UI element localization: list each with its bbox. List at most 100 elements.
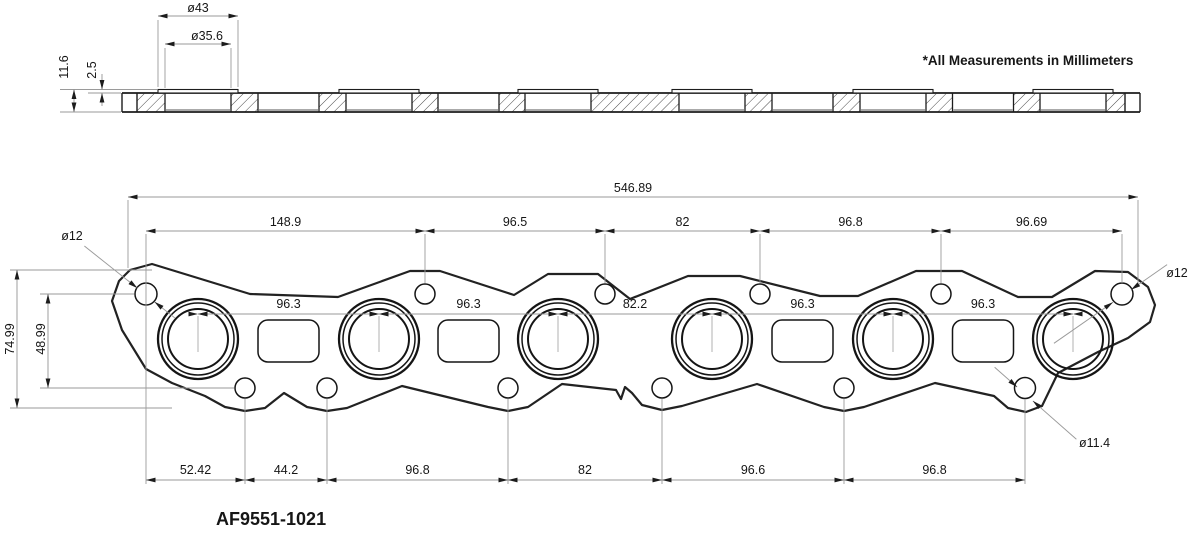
bolt-hole-top xyxy=(594,283,616,305)
exhaust-port-bore xyxy=(1042,308,1104,370)
dimension-arrowhead xyxy=(128,194,138,200)
dim-top-right-hole-dia: ø12 xyxy=(1166,266,1188,280)
exhaust-port-mid-ring xyxy=(161,302,235,376)
dim-label: 96.8 xyxy=(922,463,946,477)
dimension-arrowhead xyxy=(605,228,615,234)
dimension-arrowhead xyxy=(99,93,105,103)
dim-label: 44.2 xyxy=(274,463,298,477)
exhaust-port-mid-ring xyxy=(342,302,416,376)
dim-ring-height: 2.5 xyxy=(85,61,99,78)
exhaust-port-outer-ring xyxy=(516,297,600,381)
dim-label: 96.3 xyxy=(971,297,995,311)
dimension-arrowhead xyxy=(245,477,255,483)
dimension-arrowhead xyxy=(146,228,156,234)
bolt-hole-top xyxy=(414,283,436,305)
dimension-arrowhead xyxy=(235,477,245,483)
dimension-arrowhead xyxy=(165,41,175,47)
dimension-arrowhead xyxy=(595,228,605,234)
fire-ring-lip xyxy=(157,88,239,94)
dimension-arrowhead xyxy=(71,89,77,99)
exhaust-port-mid-ring xyxy=(1036,302,1110,376)
exhaust-port-bore xyxy=(348,308,410,370)
dimension-arrowhead xyxy=(188,311,198,317)
section-view xyxy=(121,88,1141,113)
exhaust-port-outer-ring xyxy=(337,297,421,381)
dimension-arrowhead xyxy=(893,311,903,317)
plan-view xyxy=(110,262,1157,414)
exhaust-port-bore xyxy=(167,308,229,370)
hatch-block xyxy=(499,93,525,112)
exhaust-port-outer-ring xyxy=(1031,297,1115,381)
dim-label: 96.3 xyxy=(276,297,300,311)
dim-label: 148.9 xyxy=(270,215,301,229)
dim-label: 96.69 xyxy=(1016,215,1047,229)
dimension-arrowhead xyxy=(498,477,508,483)
dim-label: 82.2 xyxy=(623,297,647,311)
dimension-arrowhead xyxy=(750,228,760,234)
dimension-arrowhead xyxy=(221,41,231,47)
dimension-arrowhead xyxy=(662,477,672,483)
static-labels: *All Measurements in Millimeters AF9551-… xyxy=(3,1,1188,529)
dimension-arrowhead xyxy=(154,301,164,310)
dimension-arrowhead xyxy=(1131,282,1141,290)
hatch-block xyxy=(1106,93,1125,112)
dimension-arrowhead xyxy=(508,477,518,483)
coolant-slot xyxy=(951,319,1015,363)
units-note: *All Measurements in Millimeters xyxy=(923,53,1134,68)
bolt-hole-bottom xyxy=(1013,376,1037,400)
dim-bottom-right-hole-dia: ø11.4 xyxy=(1079,436,1110,450)
dim-port-inner-dia: ø35.6 xyxy=(191,29,223,43)
dimension-arrowhead xyxy=(834,477,844,483)
dimension-arrowhead xyxy=(1103,302,1113,310)
fire-ring-lip xyxy=(852,88,934,94)
dimension-arrowhead xyxy=(1128,194,1138,200)
dim-label: 96.6 xyxy=(741,463,765,477)
dimension-arrowhead xyxy=(1063,311,1073,317)
dim-overall-height: 74.99 xyxy=(3,323,17,354)
exhaust-port-bore xyxy=(862,308,924,370)
dim-label: 96.5 xyxy=(503,215,527,229)
dimension-arrowhead xyxy=(941,228,951,234)
dim-top-left-hole-dia: ø12 xyxy=(61,229,83,243)
fire-ring-lip xyxy=(671,88,753,94)
dimension-arrowhead xyxy=(760,228,770,234)
bolt-hole-top xyxy=(749,283,771,305)
coolant-slot xyxy=(437,319,500,363)
dimension-arrowhead xyxy=(425,228,435,234)
leader-line xyxy=(84,245,138,289)
dimension-arrowhead xyxy=(198,311,208,317)
dimension-arrowhead xyxy=(931,228,941,234)
dimension-arrowhead xyxy=(558,311,568,317)
bolt-hole-bottom xyxy=(497,377,519,399)
part-number-label: AF9551-1021 xyxy=(216,509,326,529)
exhaust-port-outer-ring xyxy=(851,297,935,381)
bolt-hole-bottom xyxy=(651,377,673,399)
dimension-arrowhead xyxy=(45,378,51,388)
exhaust-port-bore xyxy=(681,308,743,370)
dimension-arrowhead xyxy=(14,398,20,408)
hatch-block xyxy=(1013,93,1040,112)
dimension-arrowhead xyxy=(883,311,893,317)
gasket-outline xyxy=(110,262,1157,414)
dimension-arrowhead xyxy=(712,311,722,317)
dim-label: 546.89 xyxy=(614,181,652,195)
hatch-block xyxy=(137,93,165,112)
exhaust-port-bore xyxy=(527,308,589,370)
hatch-block xyxy=(319,93,346,112)
bolt-hole-bottom xyxy=(234,377,256,399)
hatch-block xyxy=(745,93,772,112)
dimension-arrowhead xyxy=(1073,311,1083,317)
bolt-hole-top xyxy=(930,283,952,305)
dim-label: 96.8 xyxy=(405,463,429,477)
bolt-hole-bottom xyxy=(833,377,855,399)
dim-label: 96.8 xyxy=(838,215,862,229)
dim-ring-outer-dia: ø43 xyxy=(187,1,209,15)
dimension-arrowhead xyxy=(45,294,51,304)
exhaust-port-outer-ring xyxy=(670,297,754,381)
dimension-arrowhead xyxy=(146,477,156,483)
dim-bolt-row-offset: 48.99 xyxy=(34,323,48,354)
dimension-arrowhead xyxy=(548,311,558,317)
